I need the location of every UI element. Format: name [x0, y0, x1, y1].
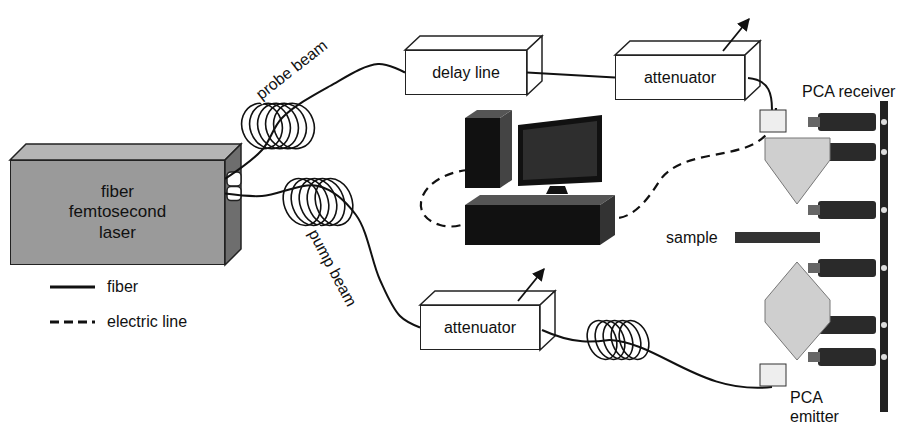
laser-box: fiber femtosecond laser — [10, 160, 225, 265]
node-label: fiber femtosecond laser — [51, 182, 184, 243]
sample-slab — [735, 232, 820, 243]
attenuator-box: attenuator — [420, 305, 540, 350]
legend-sample — [50, 321, 95, 324]
node-label: attenuator — [644, 68, 716, 87]
box-side — [225, 144, 241, 265]
legend-text: fiber — [105, 277, 140, 296]
fiber-connector — [225, 185, 420, 327]
legend-text: electric line — [105, 312, 189, 331]
node-label: delay line — [432, 63, 500, 82]
attenuator-box: attenuator — [615, 55, 745, 100]
box-top — [615, 41, 760, 55]
box-top — [10, 144, 241, 160]
adjust-arrow — [518, 269, 544, 301]
delay-line-box: delay line — [405, 50, 527, 95]
part-label: PCA emitter — [788, 388, 856, 426]
computer — [465, 110, 615, 245]
fiber-coil — [235, 98, 654, 364]
box-top — [420, 291, 555, 305]
electric-line — [421, 108, 776, 227]
box-side — [745, 41, 760, 100]
part-label: sample — [664, 228, 720, 247]
box-top — [405, 36, 542, 50]
box-faces — [10, 19, 760, 350]
box-side — [540, 291, 555, 350]
fiber-connector — [527, 73, 615, 78]
part-label: PCA receiver — [800, 82, 897, 101]
pca-assembly — [735, 100, 888, 412]
node-label: attenuator — [444, 318, 516, 337]
fiber-connector — [225, 64, 405, 179]
beam-label: probe beam — [251, 35, 333, 104]
box-side — [527, 36, 542, 95]
legend-sample — [50, 286, 95, 289]
adjust-arrow — [723, 19, 749, 51]
beam-label: pump beam — [303, 225, 360, 312]
